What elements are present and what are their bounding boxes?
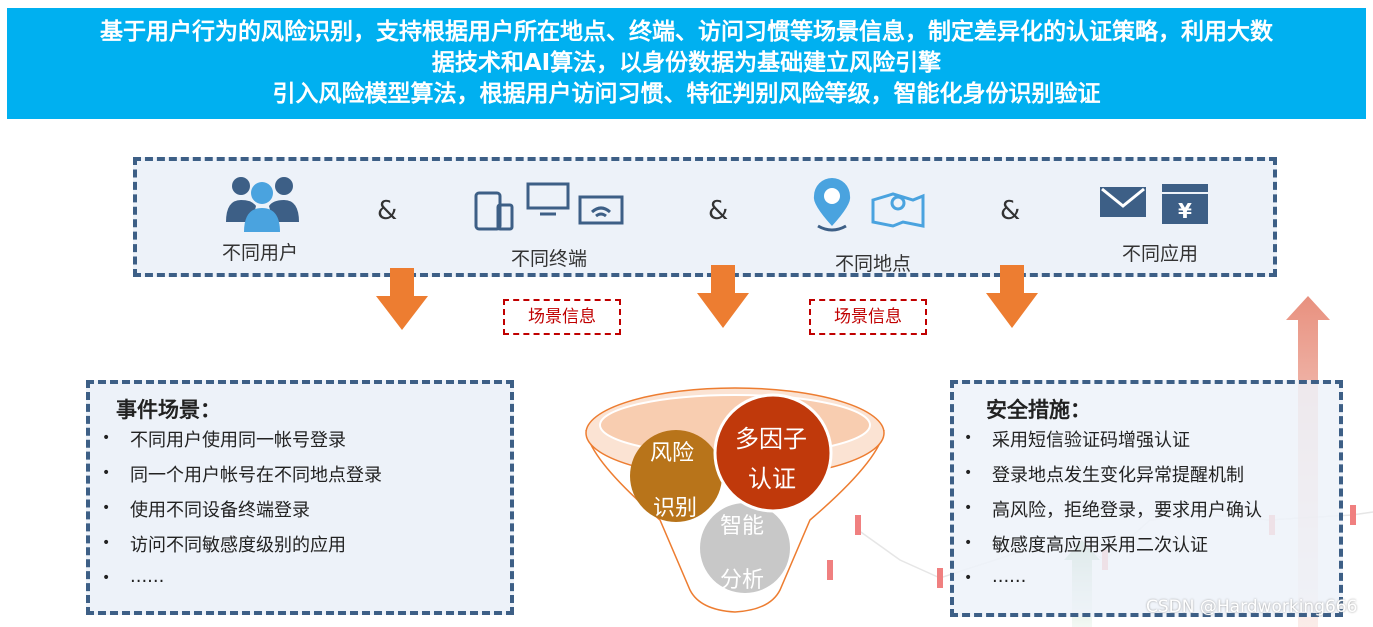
event-scenarios-panel: 事件场景： • 不同用户使用同一帐号登录 • 同一个用户帐号在不同地点登录 • … [86, 380, 514, 615]
mfa-label-1: 多因子 [735, 425, 807, 453]
event-item: 访问不同敏感度级别的应用 [130, 535, 346, 556]
down-arrow-left [376, 268, 428, 330]
bullet: • [102, 570, 111, 586]
measure-item: 高风险，拒绝登录，要求用户确认 [992, 500, 1262, 521]
bullet: • [964, 535, 973, 551]
bullet: • [964, 500, 973, 516]
measure-item: 采用短信验证码增强认证 [992, 430, 1190, 451]
event-item: 使用不同设备终端登录 [130, 500, 310, 521]
event-item: 同一个用户帐号在不同地点登录 [130, 465, 382, 486]
measure-item: ...... [992, 566, 1027, 587]
users-label: 不同用户 [222, 242, 299, 264]
bullet: • [964, 570, 973, 586]
event-scenarios-title: 事件场景： [116, 398, 221, 422]
locations-label: 不同地点 [835, 253, 912, 275]
header-banner: 基于用户行为的风险识别，支持根据用户所在地点、终端、访问习惯等场景信息，制定差异… [7, 8, 1366, 119]
security-measures-panel: 安全措施： • 采用短信验证码增强认证 • 登录地点发生变化异常提醒机制 • 高… [950, 380, 1343, 617]
candle-mark [937, 568, 943, 588]
bullet: • [102, 500, 111, 516]
risk-label-2: 识别 [653, 496, 698, 521]
apps-label: 不同应用 [1122, 243, 1199, 265]
down-arrow-center [697, 265, 749, 328]
banner-line-1: 基于用户行为的风险识别，支持根据用户所在地点、终端、访问习惯等场景信息，制定差异… [100, 19, 1273, 45]
mail-icon [1100, 187, 1146, 217]
scenario-info-tag-left: 场景信息 [503, 299, 621, 335]
payment-icon: ¥ [1162, 184, 1208, 224]
candle-mark [855, 515, 861, 535]
bullet: • [102, 465, 111, 481]
scenario-sources-panel [133, 157, 1277, 277]
measure-item: 登录地点发生变化异常提醒机制 [992, 465, 1244, 486]
bullet: • [102, 535, 111, 551]
terminals-label: 不同终端 [511, 248, 588, 270]
banner-line-2: 据技术和AI算法，以身份数据为基础建立风险引擎 [431, 50, 942, 76]
bullet: • [964, 430, 973, 446]
banner-line-3: 引入风险模型算法，根据用户访问习惯、特征判别风险等级，智能化身份识别验证 [272, 81, 1101, 107]
ampersand-2: & [708, 196, 729, 226]
mfa-circle [713, 393, 833, 513]
event-item: 不同用户使用同一帐号登录 [130, 430, 346, 451]
devices-icon [474, 182, 624, 231]
ai-analysis-circle [700, 503, 790, 593]
candle-mark [1350, 505, 1356, 525]
map-icon [871, 192, 925, 228]
down-arrow-right [986, 265, 1038, 328]
ampersand-3: & [1000, 196, 1021, 226]
svg-text:¥: ¥ [1178, 199, 1192, 223]
event-item: ...... [130, 566, 165, 587]
risk-label-1: 风险 [650, 441, 695, 466]
candle-mark [827, 560, 833, 580]
scenario-info-tag-right: 场景信息 [809, 299, 927, 335]
ampersand-1: & [377, 196, 398, 226]
bullet: • [964, 465, 973, 481]
risk-identification-circle [630, 430, 722, 522]
watermark: CSDN @Hardworking666 [1146, 597, 1358, 617]
measure-item: 敏感度高应用采用二次认证 [992, 535, 1208, 556]
security-measures-title: 安全措施： [986, 398, 1091, 422]
ai-label-1: 智能 [720, 514, 765, 539]
users-icon [226, 177, 299, 232]
bullet: • [102, 430, 111, 446]
ai-label-2: 分析 [720, 568, 765, 593]
location-pin-icon [813, 178, 851, 232]
mfa-label-2: 认证 [748, 465, 796, 493]
